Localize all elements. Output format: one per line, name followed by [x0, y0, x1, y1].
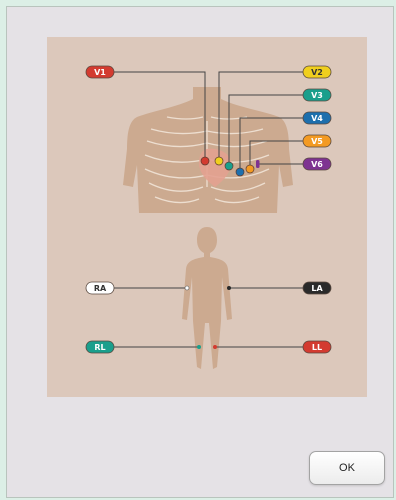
- v4-lead-label: V4: [303, 112, 331, 124]
- la-electrode: [227, 286, 231, 290]
- svg-text:RA: RA: [94, 284, 107, 293]
- svg-text:LL: LL: [312, 343, 322, 352]
- v3-lead-label: V3: [303, 89, 331, 101]
- v6-lead-label: V6: [303, 158, 331, 170]
- svg-text:V2: V2: [311, 68, 323, 77]
- svg-text:V6: V6: [311, 160, 323, 169]
- svg-text:V1: V1: [94, 68, 106, 77]
- svg-text:V3: V3: [311, 91, 323, 100]
- v1-electrode: [201, 157, 209, 165]
- rl-lead-label: RL: [86, 341, 114, 353]
- v2-lead-label: V2: [303, 66, 331, 78]
- ll-electrode: [213, 345, 217, 349]
- ecg-diagram-svg: V1 V2 V3 V4 V5 V6: [47, 37, 367, 397]
- svg-text:RL: RL: [94, 343, 105, 352]
- v1-lead-label: V1: [86, 66, 114, 78]
- ra-lead-label: RA: [86, 282, 114, 294]
- ll-lead-label: LL: [303, 341, 331, 353]
- ra-electrode: [185, 286, 189, 290]
- v6-electrode: [256, 160, 260, 168]
- ok-button[interactable]: OK: [309, 451, 385, 485]
- ecg-dialog: V1 V2 V3 V4 V5 V6: [6, 6, 394, 498]
- v2-electrode: [215, 157, 223, 165]
- v5-lead-label: V5: [303, 135, 331, 147]
- v4-electrode: [236, 168, 244, 176]
- svg-text:V4: V4: [311, 114, 323, 123]
- svg-text:V5: V5: [311, 137, 323, 146]
- v5-electrode: [246, 165, 254, 173]
- v3-electrode: [225, 162, 233, 170]
- ecg-placement-diagram: V1 V2 V3 V4 V5 V6: [47, 37, 367, 397]
- svg-text:LA: LA: [311, 284, 323, 293]
- rl-electrode: [197, 345, 201, 349]
- body-figure-illustration: [182, 227, 232, 369]
- la-lead-label: LA: [303, 282, 331, 294]
